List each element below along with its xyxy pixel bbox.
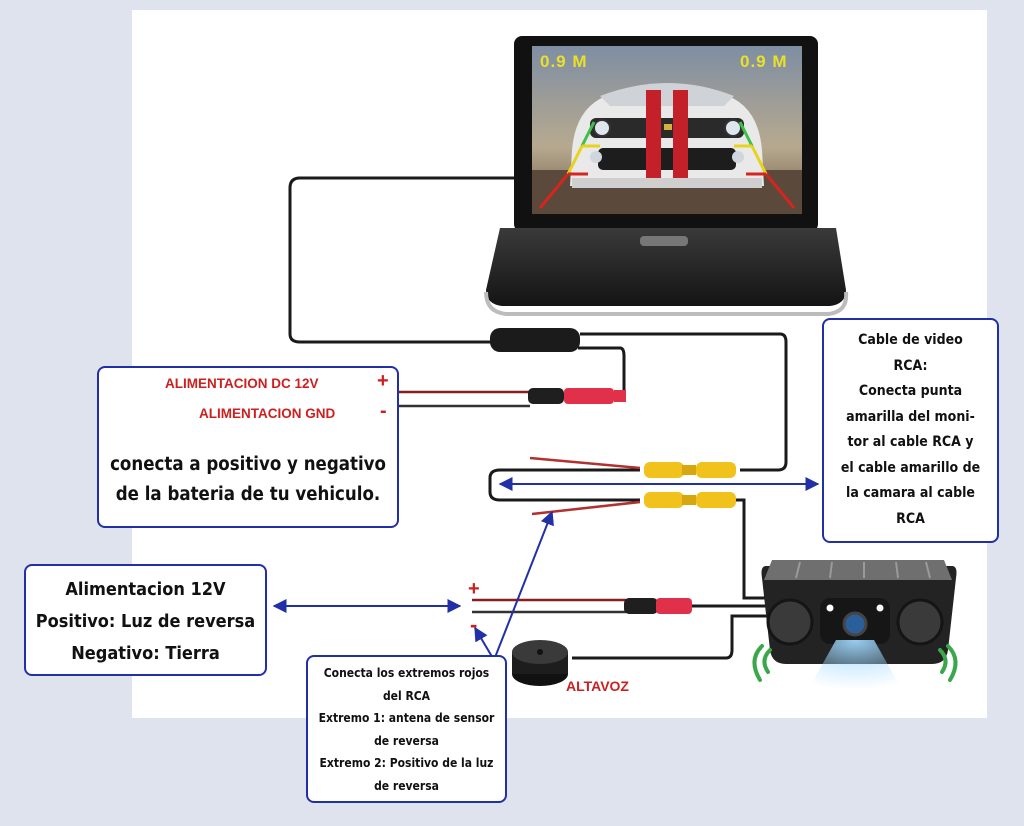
red-ends-line: de reversa [374, 778, 439, 793]
red-ends-line: Extremo 2: Positivo de la luz [319, 756, 494, 770]
red-ends-line: Conecta los extremos rojos [323, 666, 490, 680]
red-ends-line: Extremo 1: antena de sensor [318, 711, 495, 725]
wires [288, 176, 788, 660]
monitor [484, 36, 849, 316]
rca-line: Conecta punta [858, 383, 963, 399]
battery-line: conecta a positivo y negativo [110, 454, 386, 475]
battery-power-box: ALIMENTACION DC 12V + ALIMENTACION GND -… [97, 366, 399, 528]
battery-instructions: conecta a positivo y negativo de la bate… [99, 450, 397, 510]
car-image [570, 83, 764, 188]
rca-line: RCA [896, 510, 925, 527]
rca-line: RCA: [893, 357, 928, 374]
dc-power-plug [528, 388, 626, 404]
annotation-arrows [272, 477, 820, 661]
camera-video-cable [736, 498, 770, 600]
cable-splitter [490, 328, 580, 352]
red-ends-box: Conecta los extremos rojos del RCA Extre… [306, 655, 507, 803]
dc-12v-label: ALIMENTACION DC 12V [165, 376, 319, 391]
camera-power-plug [624, 598, 692, 614]
speaker-cable [572, 614, 770, 660]
battery-line: de la bateria de tu vehiculo. [115, 484, 381, 505]
speaker-label: ALTAVOZ [566, 678, 629, 694]
camera-minus-sign: - [470, 612, 478, 637]
rca-connectors-bottom [644, 492, 736, 508]
camera [752, 560, 958, 690]
red-ends-line: del RCA [382, 688, 431, 703]
video-cable-right [580, 332, 788, 472]
rca-line: tor al cable RCA y [847, 434, 974, 450]
monitor-base [486, 228, 846, 306]
gnd-label: ALIMENTACION GND [199, 406, 336, 421]
distance-readout-left: 0.9 M [540, 52, 588, 71]
distance-readout-right: 0.9 M [740, 52, 788, 71]
rca-connectors-top [644, 462, 736, 478]
parking-guide-lines [538, 121, 796, 209]
red-end-arrow-1 [493, 510, 554, 661]
monitor-cable [288, 176, 514, 344]
dc-plus-sign: + [377, 370, 389, 392]
camera-plus-sign: + [468, 578, 480, 600]
rca-line: Cable de video [858, 332, 963, 348]
rca-video-box: Cable de video RCA: Conecta punta amaril… [822, 318, 999, 543]
reverse-power-box: Alimentacion 12V Positivo: Luz de revers… [24, 564, 267, 676]
reverse-power-line: Alimentacion 12V [65, 579, 226, 600]
rca-line: la camara al cable [846, 485, 975, 501]
rca-line: amarilla del moni- [846, 408, 975, 425]
speaker [512, 640, 568, 686]
red-end-arrow-2 [474, 626, 495, 661]
rca-line: el cable amarillo de [840, 459, 981, 476]
gnd-minus-sign: - [380, 400, 387, 422]
rca-loop [488, 468, 640, 502]
reverse-power-line: Positivo: Luz de reversa [35, 611, 256, 632]
reverse-power-line: Negativo: Tierra [71, 643, 220, 664]
red-ends-line: de reversa [374, 733, 439, 748]
